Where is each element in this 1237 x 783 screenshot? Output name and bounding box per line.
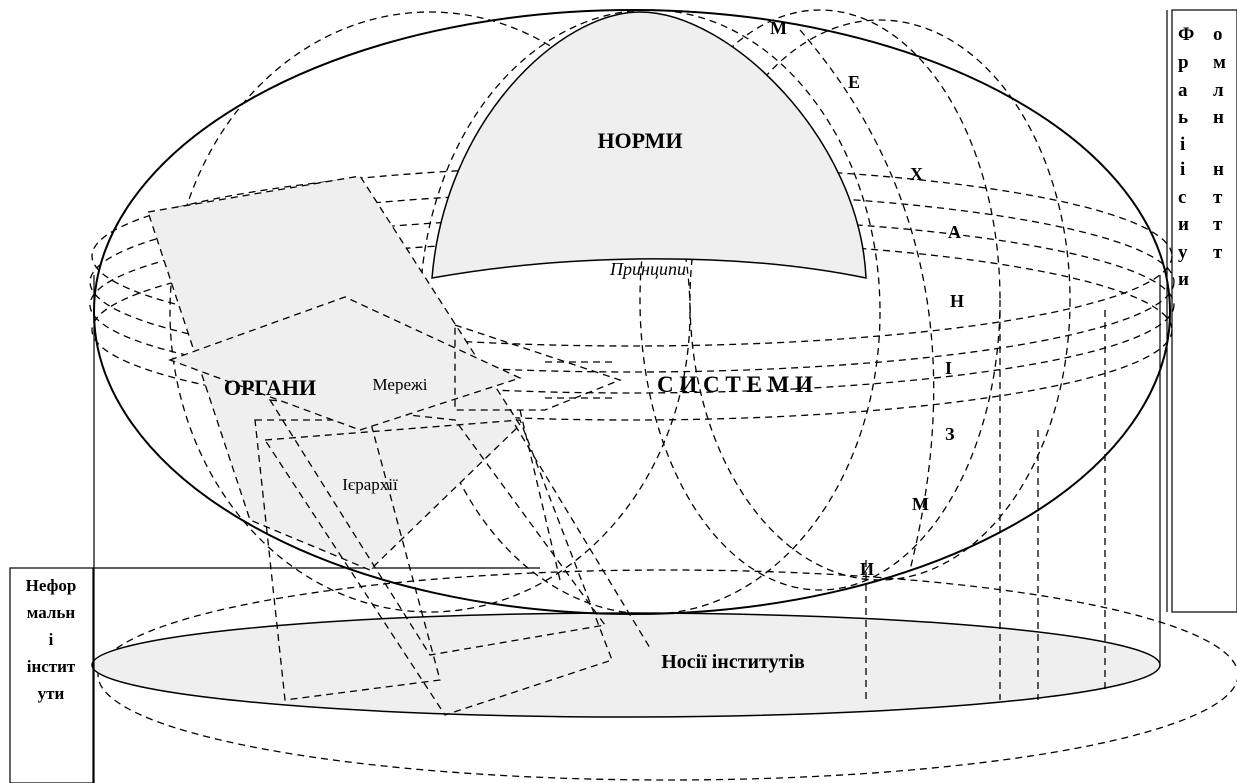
principles-label: Принципи xyxy=(609,259,686,279)
informal-line: ути xyxy=(38,684,65,703)
mechanism-letter: М xyxy=(770,18,787,38)
mechanism-letter: Н xyxy=(950,291,964,311)
formal-letter: н xyxy=(1213,107,1224,128)
organs-label: ОРГАНИ xyxy=(224,375,316,400)
formal-letter: и xyxy=(1178,214,1189,235)
informal-line: інстит xyxy=(27,657,76,676)
carriers-connector-2 xyxy=(519,409,561,581)
mechanism-letter: Е xyxy=(848,72,860,92)
formal-letter: н xyxy=(1213,159,1224,180)
formal-letter: а xyxy=(1178,80,1188,101)
formal-letter: и xyxy=(1178,269,1189,290)
mechanism-arc xyxy=(799,29,935,571)
base-outer-ellipse xyxy=(97,569,1237,781)
carriers-label: Носії інститутів xyxy=(661,651,805,673)
formal-letter: с xyxy=(1178,187,1186,208)
formal-letter: у xyxy=(1178,242,1188,263)
formal-letter: ь xyxy=(1178,107,1188,128)
formal-letter: і xyxy=(1180,159,1185,180)
informal-institutions-text: Нефор мальн і інстит ути xyxy=(26,576,77,703)
mechanism-letter: И xyxy=(860,559,874,579)
networks-rhombus xyxy=(168,296,522,431)
norms-label: НОРМИ xyxy=(597,128,682,153)
formal-letter: м xyxy=(1213,52,1226,73)
mechanism-letter: І xyxy=(945,358,952,378)
carriers-connector-1 xyxy=(514,424,651,649)
informal-line: і xyxy=(49,630,54,649)
systems-label: С И С Т Е М И xyxy=(657,372,813,397)
networks-label: Мережі xyxy=(373,375,428,394)
meridian-right-1 xyxy=(639,9,1001,591)
informal-box xyxy=(9,567,94,783)
formal-box xyxy=(1171,9,1237,613)
informal-line: мальн xyxy=(27,603,76,622)
formal-letter: р xyxy=(1178,52,1189,73)
formal-letter: т xyxy=(1213,214,1223,235)
informal-line: Нефор xyxy=(26,576,77,595)
mechanism-letter: З xyxy=(945,424,955,444)
formal-letter: т xyxy=(1213,187,1223,208)
norms-dome xyxy=(431,11,867,279)
mechanism-letter: М xyxy=(912,494,929,514)
mechanisms-letters: М Е Х А Н І З М И xyxy=(770,18,964,579)
formal-letter: Ф xyxy=(1178,24,1194,45)
meridian-center xyxy=(419,9,881,615)
formal-letter: л xyxy=(1213,80,1224,101)
formal-institutions-text: Ф р а ь і і с и у и о м л н н т т т xyxy=(1178,24,1226,290)
formal-letter: і xyxy=(1180,134,1185,155)
formal-letter: т xyxy=(1213,242,1223,263)
hierarchy-block-2 xyxy=(263,419,613,716)
hierarchies-label: Ієрархії xyxy=(342,475,398,494)
mechanism-letter: А xyxy=(948,222,961,242)
mechanism-letter: Х xyxy=(910,164,923,184)
formal-letter: о xyxy=(1213,24,1223,45)
meridian-right-2 xyxy=(689,19,1071,581)
